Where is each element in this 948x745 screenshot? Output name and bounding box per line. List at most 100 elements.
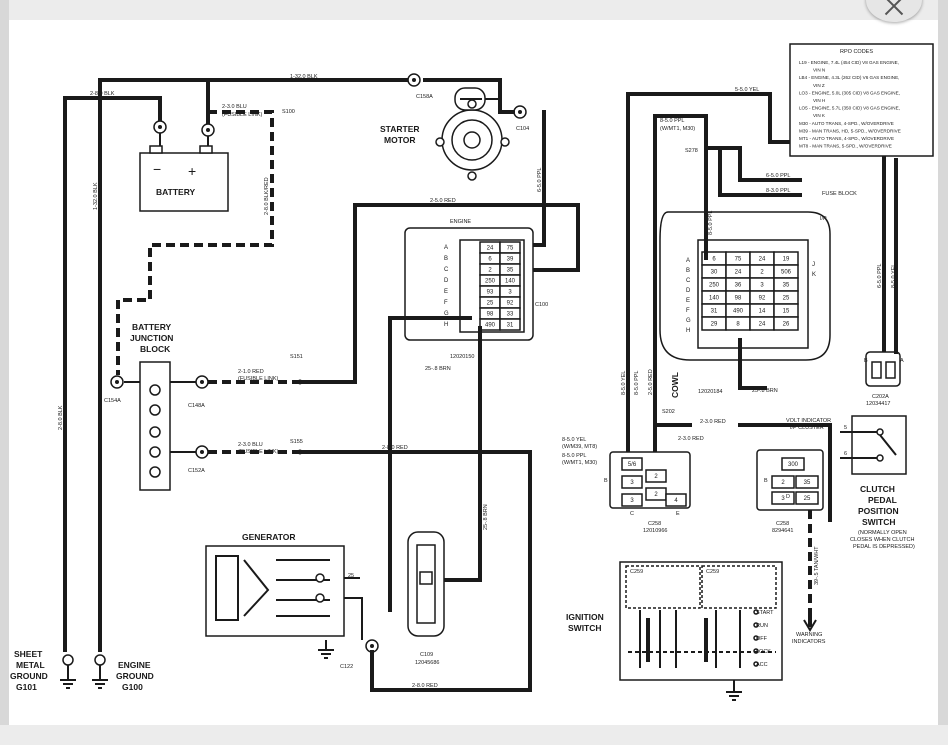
wire-label: 2-8.0 BLK <box>90 91 115 97</box>
volt-label: I/P CLUSTER <box>790 425 824 431</box>
c100-pin-text: 93 <box>487 290 494 296</box>
cowl-pin-text: 3 <box>760 283 764 289</box>
battery-junction-block <box>124 361 196 491</box>
c258-left-pin-text: 5/6 <box>628 462 637 468</box>
connector-label: 12020150 <box>450 354 474 360</box>
c100-letter: H <box>444 322 448 328</box>
c258-right-pin <box>795 491 819 505</box>
wire-label: 8-5.0 YEL <box>562 437 586 443</box>
wiring-diagram: 2-8.0 BLK 1-32.0 BLK 1-32.0 BLK 2-8.0 BL… <box>10 43 934 701</box>
wire-label: 8-3.0 PPL <box>766 188 790 194</box>
pin-label: A <box>900 358 904 364</box>
wire-label: (FUSIBLE LINK) <box>222 112 263 118</box>
rpo-lines: L19 - ENGINE, 7.4L (454 CID) V8 GAS ENGI… <box>799 60 901 149</box>
cowl-pin-text: 6 <box>712 257 716 263</box>
ign-position: OFF <box>756 636 768 642</box>
generator-label: GENERATOR <box>242 532 296 542</box>
wire-label: 25-.8 BRN <box>752 388 778 394</box>
ign-position: LOCK <box>756 649 771 655</box>
cowl-pin-text: 26 <box>783 322 790 328</box>
c100-pin-text: 92 <box>507 301 514 307</box>
cowl-pin-text: 24 <box>735 270 742 276</box>
wire-label: 2-3.0 BLU <box>238 442 263 448</box>
connector-label: C258 <box>776 521 789 527</box>
rpo-line: MT8 - MAN TRANS, 5-SPD., W/OVERDRIVE <box>799 144 892 149</box>
c258-left-pin-text: 4 <box>674 498 678 504</box>
c258-left-pin-text: 2 <box>654 474 658 480</box>
wire-label: 8-5.0 PPL <box>660 118 684 124</box>
sheet-ground-label: G101 <box>16 682 37 692</box>
splice-label: S155 <box>290 439 303 445</box>
wire-label: 2-8.0 BLK/RED <box>264 177 270 215</box>
wire-label: (FUSIBLE LINK) <box>238 376 279 382</box>
c100-pin-text: 39 <box>507 257 514 263</box>
connector-label: C122 <box>340 664 353 670</box>
c100-letter: F <box>444 300 448 306</box>
splice-label: S151 <box>290 354 303 360</box>
c258-right-pin-text: 300 <box>788 462 799 468</box>
starter-motor <box>435 87 510 181</box>
ign-connector-label: C259 <box>630 569 643 575</box>
ign-position: ACC <box>756 662 768 668</box>
cowl-pin-text: 19 <box>783 257 790 263</box>
cowl-pin-text: 25 <box>783 296 790 302</box>
cowl-letter: D <box>686 288 691 294</box>
c258-left-pin <box>621 475 643 489</box>
battery-label: BATTERY <box>156 187 196 197</box>
connector-label: 12020184 <box>698 389 722 395</box>
c100-pin <box>499 318 521 331</box>
connector-label: 12045686 <box>415 660 439 666</box>
c258-right-pin-text: 35 <box>804 480 811 486</box>
splice-label: S202 <box>662 409 675 415</box>
rpo-line: LO3 - ENGINE, 5.0L (305 CID) V8 GAS ENGI… <box>799 90 900 95</box>
connector-label: C100 <box>535 302 548 308</box>
sheet-ground-label: SHEET <box>14 649 43 659</box>
c100-letter: D <box>444 278 449 284</box>
pin-label: E <box>676 511 680 517</box>
engine-ground-label: G100 <box>122 682 143 692</box>
viewer-top-bar <box>0 0 948 20</box>
viewer-left-edge <box>0 0 9 745</box>
ignition-label: IGNITION <box>566 612 604 622</box>
c258-left-pin-text: 3 <box>630 498 634 504</box>
cowl-pin-text: 24 <box>759 322 766 328</box>
pin-label: B <box>864 358 868 364</box>
splice-label: S278 <box>685 148 698 154</box>
connector-label: C148A <box>188 403 205 409</box>
clutch-note: CLOSES WHEN CLUTCH <box>850 537 915 543</box>
pin-label: B <box>764 478 768 484</box>
cowl-letter: B <box>686 268 690 274</box>
pin-label: D <box>786 494 790 500</box>
rpo-codes-box <box>789 43 934 157</box>
wire-label: 2-5.0 RED <box>430 198 456 204</box>
close-icon[interactable] <box>866 0 922 22</box>
c258-right-pin <box>795 475 819 489</box>
wire-label: 5-5.0 YEL <box>735 87 759 93</box>
wire-label: 8-5.0 PPL <box>708 211 714 235</box>
c258-left-pin <box>621 457 643 471</box>
c258-right-pin <box>781 457 805 471</box>
wire-label: 2-8.0 RED <box>382 445 408 451</box>
splice-label: S100 <box>282 109 295 115</box>
c100-pin-text: 75 <box>507 246 514 252</box>
cowl-letter: E <box>686 298 690 304</box>
battery: − + <box>139 145 229 212</box>
c100-letter: A <box>444 245 448 251</box>
volt-label: VOLT INDICATOR <box>786 418 831 424</box>
generator <box>205 545 363 640</box>
wire-label: (W/M39, MT8) <box>562 444 597 450</box>
cowl-letter: F <box>686 308 690 314</box>
clutch-label: POSITION <box>858 506 899 516</box>
rpo-line: LB4 - ENGINE, 4.3L (262 CID) V6 GAS ENGI… <box>799 75 899 80</box>
wire-label: (W/MT1, M30) <box>562 460 597 466</box>
cowl-pin <box>773 316 799 331</box>
c100-pin-text: 98 <box>487 312 494 318</box>
wire-label: 2-3.0 RED <box>700 419 726 425</box>
rpo-line: VIN Z <box>813 83 825 88</box>
ground-symbols <box>60 640 742 701</box>
starter-label: STARTER <box>380 124 420 134</box>
cowl-pin-text: 29 <box>711 322 718 328</box>
